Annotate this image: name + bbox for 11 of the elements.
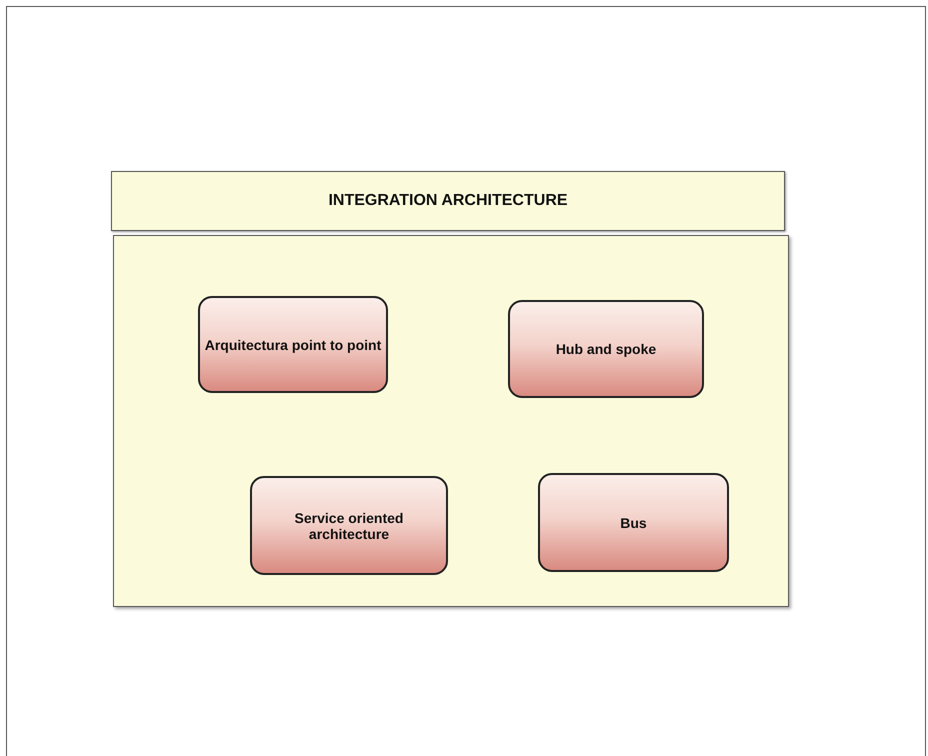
box-label: Arquitectura point to point (204, 336, 382, 352)
box-label: Bus (619, 514, 648, 530)
rounded-box (198, 296, 388, 393)
box-label: INTEGRATION ARCHITECTURE (327, 192, 569, 210)
rounded-box (250, 476, 448, 575)
box-label: Service oriented architecture (294, 510, 404, 542)
title-banner (111, 171, 785, 231)
container-panel (113, 235, 789, 607)
rounded-box (508, 300, 704, 398)
rounded-box (538, 473, 729, 572)
box-label: Hub and spoke (554, 341, 658, 357)
